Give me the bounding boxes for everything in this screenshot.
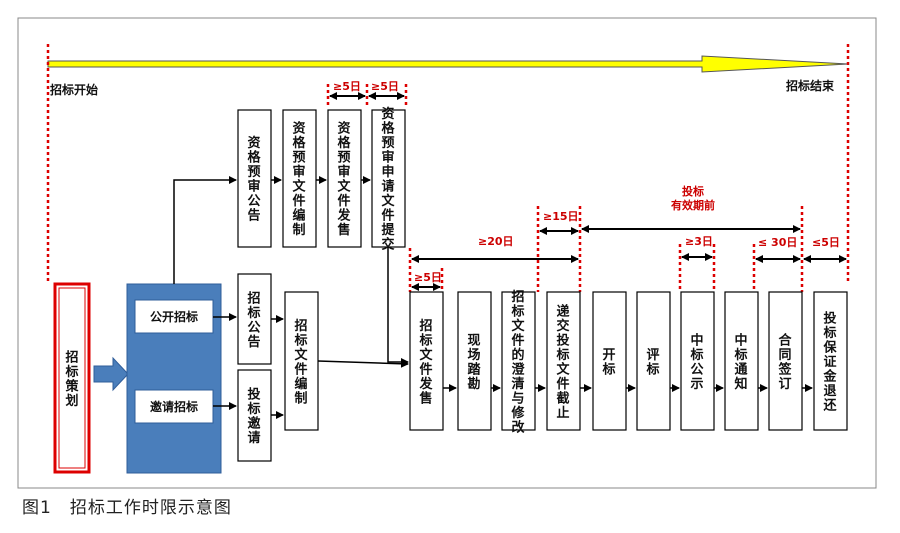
duration-contract: ≤ 30日	[758, 236, 797, 249]
top-row	[237, 109, 406, 248]
open-bidding-label: 公开招标	[150, 309, 198, 324]
duration-publicity: ≥3日	[685, 235, 713, 248]
duration-clarify: ≥15日	[543, 210, 579, 223]
open-bidding-box	[134, 299, 214, 334]
end-label: 招标结束	[786, 78, 835, 93]
validity-label: 投标有效期前	[671, 184, 715, 212]
deposit-refund-label: 投标保证金退还	[822, 311, 837, 414]
duration-presale: ≥5日	[333, 80, 361, 93]
bid-invitation-label: 投标邀请	[246, 386, 260, 446]
planning-label: 招标策划	[64, 349, 79, 409]
invite-bidding-label: 邀请招标	[150, 399, 198, 414]
invite-bidding-box	[134, 389, 214, 424]
doc-sale-label: 招标文件发售	[418, 318, 433, 407]
tender-notice-label: 招标公告	[246, 290, 260, 350]
prequal-submit-label: 资格预审申请文件提交	[381, 106, 395, 253]
prequal-doc-sale-label: 资格预审文件发售	[336, 120, 351, 238]
planning-box	[53, 282, 91, 474]
bid-opening-label: 开标	[601, 348, 615, 378]
planning-arrow	[93, 356, 129, 392]
prequal-doc-compile-label: 资格预审文件编制	[292, 120, 306, 238]
duration-refund: ≤5日	[812, 236, 840, 249]
tender-doc-compile-label: 招标文件编制	[293, 318, 308, 407]
duration-sale: ≥5日	[414, 271, 442, 284]
start-label: 招标开始	[50, 82, 98, 97]
guide-lines	[46, 44, 850, 292]
duration-prequal-submit: ≥5日	[371, 80, 399, 93]
timeline-arrow	[47, 55, 849, 73]
diagram-frame	[17, 17, 877, 489]
mid-row	[237, 273, 319, 462]
evaluation-label: 评标	[645, 348, 659, 378]
figure-caption: 图1 招标工作时限示意图	[22, 498, 232, 518]
clarification-label: 招标文件的澄清与修改	[510, 289, 525, 436]
contract-signing-label: 合同签订	[777, 332, 792, 392]
award-publicity-label: 中标公示	[689, 332, 703, 392]
flow-connectors	[173, 176, 813, 419]
duration-bid-prep: ≥20日	[478, 235, 514, 248]
site-visit-label: 现场踏勘	[467, 333, 481, 392]
main-row	[409, 291, 848, 431]
award-notice-label: 中标通知	[733, 332, 747, 392]
prequal-notice-label: 资格预审公告	[247, 135, 261, 224]
submission-deadline-label: 递交投标文件截止	[555, 303, 570, 421]
duration-arrows	[329, 92, 847, 291]
